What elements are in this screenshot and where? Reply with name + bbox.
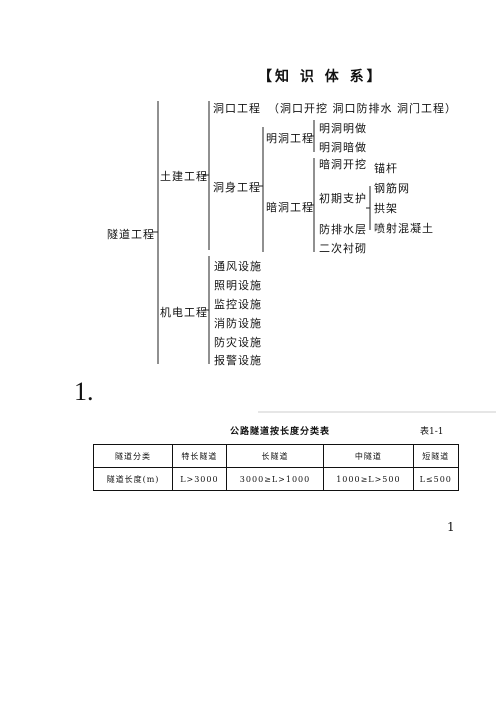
tree-me-item: 消防设施 <box>214 317 262 330</box>
tree-support-item: 钢筋网 <box>374 182 410 195</box>
tree-me-item: 监控设施 <box>214 298 262 311</box>
table-caption: 公路隧道按长度分类表 <box>230 427 331 437</box>
tree-open-cut-item: 明洞暗做 <box>319 141 367 154</box>
table-label: 表1-1 <box>420 427 444 437</box>
tree-underground-item: 二次衬砌 <box>319 242 367 255</box>
table-cell: 3000≥L>1000 <box>225 467 325 491</box>
tree-open-cut: 明洞工程 <box>266 132 314 145</box>
table-header-row: 隧道分类 特长隧道 长隧道 中隧道 短隧道 <box>93 444 460 468</box>
tree-underground: 暗洞工程 <box>266 201 314 214</box>
table-cell: L≤500 <box>412 467 460 491</box>
page-number: 1 <box>447 520 455 534</box>
table-header-cell: 隧道分类 <box>93 444 173 468</box>
tree-me-item: 报警设施 <box>214 354 262 367</box>
table-row: 隧道长度(m) L>3000 3000≥L>1000 1000≥L>500 L≤… <box>93 467 460 491</box>
tree-body: 洞身工程 <box>213 181 261 194</box>
section-number: 1. <box>74 377 94 406</box>
tree-support-item: 喷射混凝土 <box>374 222 434 235</box>
table-column-header: 中隧道 <box>323 444 414 468</box>
tree-support-item: 拱架 <box>374 202 398 215</box>
table-cell: 1000≥L>500 <box>323 467 414 491</box>
tree-portal: 洞口工程 <box>213 102 261 115</box>
table-row-label: 隧道长度(m) <box>93 467 173 491</box>
tree-me-item: 照明设施 <box>214 279 262 292</box>
section-heading: 【知 识 体 系】 <box>258 69 384 85</box>
tree-underground-item: 暗洞开挖 <box>319 158 367 171</box>
tree-root: 隧道工程 <box>107 228 155 241</box>
tree-me-item: 通风设施 <box>214 260 262 273</box>
table-column-header: 短隧道 <box>412 444 460 468</box>
tree-portal-detail: （洞口开挖 洞口防排水 洞门工程） <box>268 102 457 115</box>
tree-me: 机电工程 <box>160 306 208 319</box>
table-column-header: 特长隧道 <box>172 444 227 468</box>
tree-civil: 土建工程 <box>160 170 208 183</box>
tree-me-item: 防灾设施 <box>214 336 262 349</box>
table-cell: L>3000 <box>172 467 227 491</box>
table-column-header: 长隧道 <box>225 444 325 468</box>
tree-underground-item: 初期支护 <box>319 192 367 205</box>
classification-table: 隧道分类 特长隧道 长隧道 中隧道 短隧道 隧道长度(m) L>3000 300… <box>93 444 460 491</box>
tree-support-item: 锚杆 <box>374 162 398 175</box>
tree-open-cut-item: 明洞明做 <box>319 122 367 135</box>
tree-underground-item: 防排水层 <box>319 223 367 236</box>
